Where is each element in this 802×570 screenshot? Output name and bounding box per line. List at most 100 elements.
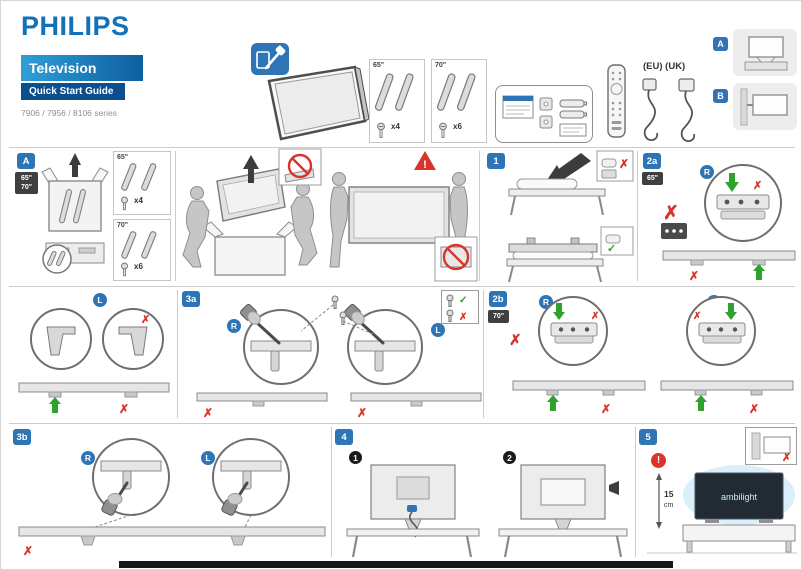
unboxing-illustration	[41, 153, 109, 274]
section-3a-badge: 3a	[182, 291, 200, 307]
cable-cover-step2-illustration	[498, 464, 628, 558]
attach-direction-arrow	[609, 481, 619, 495]
carry-tv-illustration: !	[329, 151, 478, 282]
tighten-screws-illustration: ✗	[18, 437, 326, 558]
wrong-surface-cross: ✗	[619, 157, 629, 171]
screw-icon	[121, 196, 128, 211]
divider	[479, 151, 480, 281]
stand-parts-65: 65" x4	[113, 151, 171, 215]
correct-position-arrow	[49, 397, 61, 413]
size-70-label: 70"	[20, 184, 33, 192]
right-foot-badge: R	[81, 451, 95, 465]
wrong-position-cross: ✗	[119, 402, 129, 416]
screw-icon	[121, 262, 128, 277]
divider	[483, 290, 484, 418]
wrong-position-cross: ✗	[203, 406, 213, 420]
cable-routing-step1-illustration	[346, 464, 480, 558]
section-1-badge: 1	[487, 153, 505, 169]
screw-type-icons: ✓ ✗	[446, 294, 467, 323]
bottom-fold-bar	[119, 561, 673, 568]
power-plug-types-label: (EU) (UK)	[643, 61, 686, 72]
wrong-slot-cross: ✗	[693, 311, 701, 322]
section-5-badge: 5	[639, 429, 657, 445]
guide-title-bar: Quick Start Guide	[21, 83, 125, 100]
stand-legs-icon	[121, 231, 157, 259]
divider	[175, 151, 176, 281]
insert-direction-arrow	[725, 303, 737, 320]
wrong-position-cross: ✗	[357, 406, 367, 420]
attach-stand-65-illustration: ✗ ✗ ✗	[661, 164, 796, 283]
insert-direction-arrow	[725, 173, 739, 192]
stand-65-size-label: 65"	[373, 62, 385, 69]
accessories-illustration	[502, 95, 587, 137]
tv-on-stand-icon	[744, 36, 788, 71]
assembly-tools-icon	[251, 43, 289, 75]
screw-count-label: x4	[391, 122, 400, 131]
correct-position-arrow	[695, 395, 707, 411]
mount-option-b-thumb	[733, 83, 797, 130]
section-4-badge: 4	[335, 429, 353, 445]
section-3b-badge: 3b	[13, 429, 31, 445]
header-stand-65: 65" x4	[369, 59, 425, 143]
wrong-slot-cross: ✗	[753, 180, 762, 192]
screw-count-row: x4	[375, 122, 400, 139]
clearance-distance-value: 15	[664, 489, 674, 499]
divider	[9, 147, 795, 148]
divider	[177, 290, 178, 418]
left-foot-badge: L	[201, 451, 215, 465]
warning-icon: !	[651, 453, 666, 468]
stand-65-size-label: 65"	[117, 154, 129, 161]
divider	[9, 286, 795, 287]
wrong-screw-cross: ✗	[459, 312, 467, 323]
mount-option-a-badge: A	[713, 37, 728, 51]
no-grip-on-screen-icon	[442, 243, 470, 271]
warning-mark: !	[423, 159, 427, 171]
mount-option-a-thumb	[733, 29, 797, 76]
screw-count-row: x6	[437, 122, 462, 139]
divider	[635, 427, 636, 557]
wrong-position-cross: ✗	[663, 203, 679, 224]
screw-stand-feet-illustration: ✗ ✗	[196, 295, 482, 420]
screw-count-label: x6	[453, 122, 462, 131]
stand-legs-icon	[374, 73, 414, 111]
header-stand-70: 70" x6	[431, 59, 487, 143]
screw-count-label: x4	[134, 196, 143, 205]
insert-direction-arrow	[553, 303, 565, 320]
section-2b-size: 70"	[488, 310, 509, 324]
accessories-box	[495, 85, 593, 143]
mount-option-b-badge: B	[713, 89, 728, 103]
section-a-badge: A	[17, 153, 35, 169]
section-2b-badge: 2b	[489, 291, 507, 307]
product-bar: Television	[21, 55, 143, 81]
wrong-position-cross: ✗	[509, 332, 522, 349]
step-2-marker: 2	[503, 451, 516, 464]
soft-surface-check: ✓	[607, 243, 616, 255]
tv-panel-illustration	[267, 65, 370, 141]
placement-note: ✗	[745, 427, 797, 465]
wrong-side-cross: ✗	[601, 402, 611, 416]
correct-position-arrow	[753, 264, 765, 280]
right-foot-badge: R	[700, 165, 714, 179]
place-tv-face-down-illustration: ✗ ✓	[506, 150, 634, 283]
wall-placement-icon: ✗	[751, 432, 791, 464]
stand-legs-icon	[436, 73, 476, 111]
ambilight-logo: ambilight	[721, 492, 758, 502]
section-2a-badge: 2a	[643, 153, 661, 169]
warning-triangle-icon: !	[414, 151, 436, 171]
no-pressure-on-screen-icon	[287, 153, 313, 179]
screw-count-row: x6	[119, 262, 143, 277]
correct-screw-check: ✓	[459, 295, 467, 306]
wrong-placement-cross: ✗	[782, 452, 791, 464]
left-foot-badge: L	[93, 293, 107, 307]
stand-parts-70: 70" x6	[113, 219, 171, 281]
remote-control-illustration	[607, 64, 626, 138]
power-cables-illustration	[642, 78, 696, 142]
step-1-marker: 1	[349, 451, 362, 464]
divider	[331, 427, 332, 557]
correct-position-arrow	[547, 395, 559, 411]
attach-stand-70-right-illustration: ✗ ✗ ✗	[509, 296, 646, 416]
cable-clip	[407, 505, 417, 512]
philips-logo: PHILIPS	[21, 11, 130, 41]
tv-placement-illustration: 15 cm ambilight	[647, 465, 797, 554]
